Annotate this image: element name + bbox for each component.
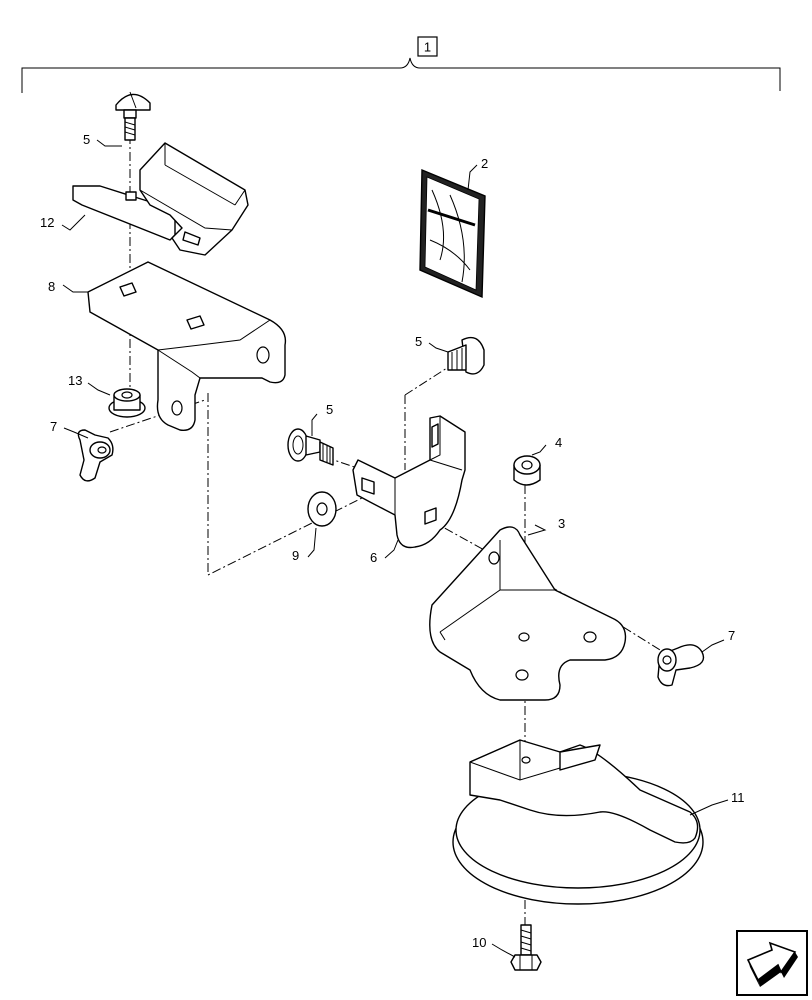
callout-8: 8: [48, 279, 55, 294]
callout-13: 13: [68, 373, 82, 388]
carriage-bolt-mid: [447, 336, 485, 375]
callout-3: 3: [558, 516, 565, 531]
channel-clip: [72, 142, 249, 256]
wing-nut-left: [77, 429, 114, 482]
callout-2: 2: [481, 156, 488, 171]
u-bracket: [352, 415, 466, 549]
callout-5c: 5: [326, 402, 333, 417]
callout-10: 10: [472, 935, 486, 950]
carriage-bolt-top: [115, 91, 151, 141]
callout-9: 9: [292, 548, 299, 563]
assembly-bracket: 1: [21, 36, 781, 93]
wing-nut-right: [657, 644, 705, 687]
horn-base: [452, 739, 704, 905]
lock-nut: [513, 455, 541, 486]
callout-leaders: [61, 139, 729, 958]
callout-11: 11: [731, 790, 745, 805]
callout-7a: 7: [50, 419, 57, 434]
callout-12: 12: [40, 215, 54, 230]
carriage-bolt-left: [287, 428, 334, 466]
callout-5a: 5: [83, 132, 90, 147]
callout-numbers: 5 12 8 13 7 2 5 5 4 9 6 3 7 11 10: [40, 132, 745, 950]
flat-washer: [307, 491, 337, 527]
callout-6: 6: [370, 550, 377, 565]
decal-sheet: [419, 168, 486, 299]
callout-4: 4: [555, 435, 562, 450]
callout-7b: 7: [728, 628, 735, 643]
assembly-label-box: [417, 36, 438, 57]
callout-5b: 5: [415, 334, 422, 349]
flange-nut: [108, 388, 146, 418]
assembly-label: 1: [424, 40, 431, 55]
plate-bracket: [429, 526, 627, 701]
hex-bolt: [510, 924, 542, 971]
arrow-icon[interactable]: [736, 930, 808, 996]
mount-bracket: [87, 261, 287, 431]
